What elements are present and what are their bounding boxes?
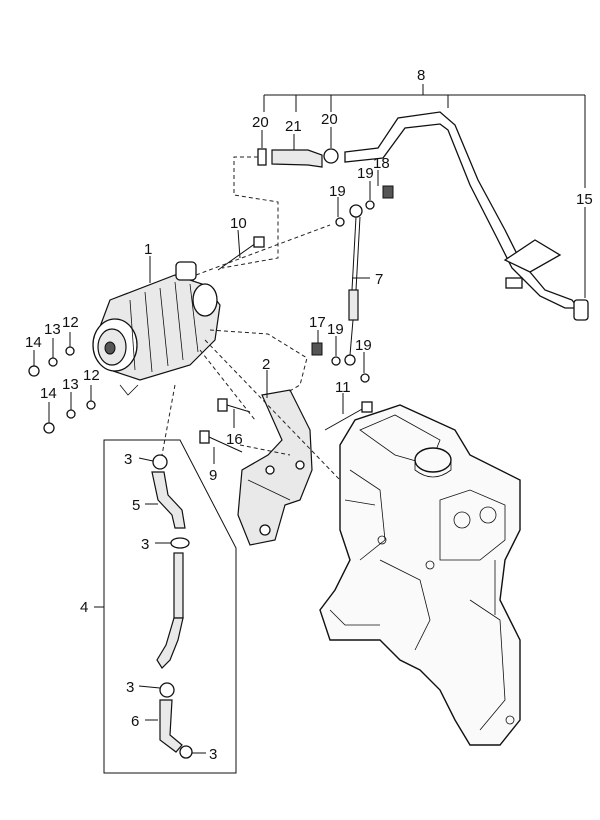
alternator: [92, 261, 221, 396]
end-cap-15: [573, 299, 589, 321]
clips-20: [257, 148, 339, 166]
callout-17: 17: [309, 314, 326, 331]
callout-14: 14: [25, 334, 42, 351]
callout-3: 3: [209, 746, 217, 763]
callout-8: 8: [417, 67, 425, 84]
callout-15: 15: [576, 191, 593, 208]
callout-19: 19: [329, 183, 346, 200]
callout-13: 13: [44, 321, 61, 338]
callout-7: 7: [375, 271, 383, 288]
engine-block: [319, 404, 521, 746]
bolt-16: [217, 398, 251, 413]
callout-18: 18: [373, 155, 390, 172]
callout-12: 12: [62, 314, 79, 331]
leader-lines: [33, 84, 586, 754]
callout-3: 3: [141, 536, 149, 553]
bolt-18: [382, 185, 394, 199]
callout-21: 21: [285, 118, 302, 135]
washers-19: [331, 200, 375, 383]
pipe-8: [344, 111, 580, 309]
bolt-9: [199, 430, 243, 453]
bolt-17: [311, 342, 323, 356]
callout-13: 13: [62, 376, 79, 393]
assembly-dashes: [161, 156, 341, 481]
callout-11: 11: [335, 379, 351, 396]
callout-19: 19: [357, 165, 374, 182]
callout-5: 5: [132, 497, 140, 514]
callout-3: 3: [124, 451, 132, 468]
callout-9: 9: [209, 467, 217, 484]
hose-group-box: [103, 439, 237, 774]
callout-16: 16: [226, 431, 243, 448]
callout-labels: 1 2 3 3 3 3 4 5 6 7 8 9 10 11 12 12 13 1…: [25, 67, 593, 763]
callout-14: 14: [40, 385, 57, 402]
callout-3: 3: [126, 679, 134, 696]
callout-6: 6: [131, 713, 139, 730]
callout-1: 1: [144, 241, 152, 258]
callout-20: 20: [321, 111, 338, 128]
hose-group-4: [151, 454, 193, 759]
bolt-10: [217, 236, 265, 271]
callout-12: 12: [83, 367, 100, 384]
rod-7: [344, 204, 363, 366]
nuts-washers-left: [28, 346, 96, 434]
alternator-bracket: [237, 389, 313, 546]
callout-20: 20: [252, 114, 269, 131]
callout-10: 10: [230, 215, 247, 232]
callout-4: 4: [80, 599, 88, 616]
callout-2: 2: [262, 356, 270, 373]
callout-19: 19: [327, 321, 344, 338]
hose-21: [271, 149, 323, 168]
bolt-11: [324, 401, 373, 431]
callout-19: 19: [355, 337, 372, 354]
